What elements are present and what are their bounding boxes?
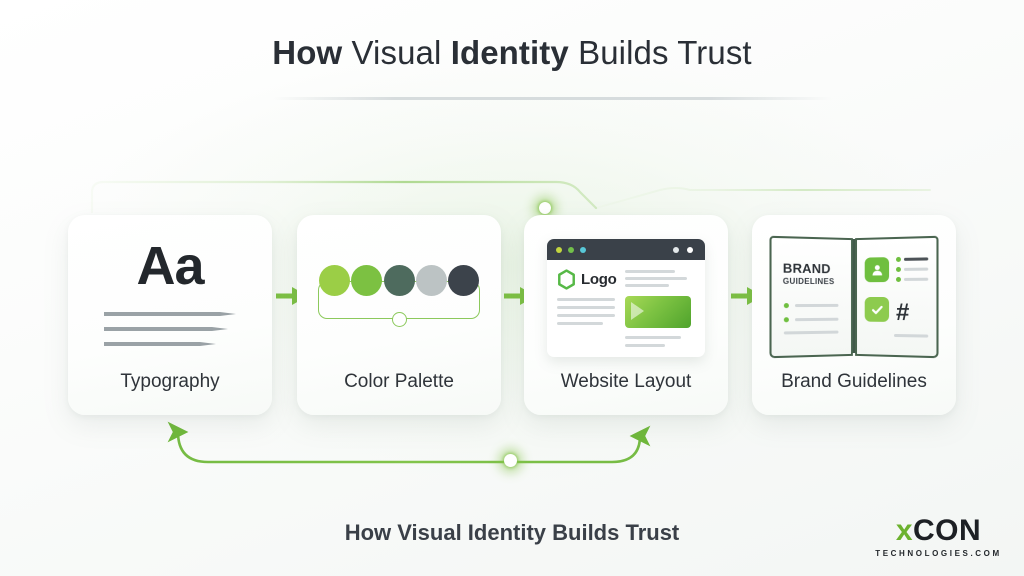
content-line [557, 298, 615, 301]
titlebar-dot-2 [568, 246, 574, 253]
browser-titlebar [547, 239, 705, 260]
palette-swatch-2[interactable] [351, 265, 383, 296]
title-word-how: How [272, 34, 352, 71]
open-book-icon: BRAND GUIDELINES [769, 235, 939, 359]
palette-swatches [319, 265, 479, 296]
card-color-palette[interactable]: Color Palette [297, 215, 501, 415]
card-brand-guidelines[interactable]: BRAND GUIDELINES [752, 215, 956, 415]
color-palette-artwork [297, 229, 501, 365]
palette-swatch-5[interactable] [448, 265, 479, 296]
flow-node-bottom [504, 454, 517, 467]
browser-mockup: Logo [547, 239, 705, 357]
palette-swatch-1[interactable] [319, 265, 350, 296]
book-heading-guidelines: GUIDELINES [782, 276, 835, 287]
checkbox-badge-icon [864, 297, 890, 322]
card-label-typography: Typography [120, 371, 220, 392]
content-line [625, 344, 665, 347]
card-typography[interactable]: Aa Typography [68, 215, 272, 415]
hexagon-icon [558, 269, 575, 290]
content-line [557, 314, 615, 317]
content-line [557, 306, 615, 309]
book-line [794, 303, 839, 308]
book-bullet [783, 317, 789, 323]
titlebar-dot-5 [687, 246, 693, 253]
content-line [625, 284, 669, 287]
book-line [903, 277, 929, 281]
title-divider [272, 97, 832, 100]
website-layout-artwork: Logo [524, 229, 728, 365]
card-label-brand-guidelines: Brand Guidelines [781, 371, 927, 392]
book-line [903, 267, 929, 271]
palette-swatch-4[interactable] [415, 265, 447, 296]
hero-image-block [625, 296, 691, 328]
title-word-visual: Visual [351, 34, 451, 71]
card-label-color-palette: Color Palette [344, 371, 454, 392]
palette-handle-node[interactable] [392, 312, 407, 327]
person-badge-icon [864, 257, 890, 283]
book-line [903, 257, 929, 261]
content-line [625, 277, 687, 280]
typography-artwork: Aa [68, 229, 272, 365]
book-bullet [896, 276, 901, 282]
card-label-website-layout: Website Layout [560, 371, 692, 392]
book-bullet [896, 266, 901, 272]
title-word-builds-trust: Builds Trust [578, 34, 752, 71]
typography-text-lines [104, 312, 236, 346]
book-line [894, 333, 929, 338]
title-word-identity: Identity [450, 34, 579, 71]
brand-guidelines-artwork: BRAND GUIDELINES [752, 229, 956, 365]
hash-symbol: # [896, 299, 910, 327]
titlebar-dot-4 [673, 246, 679, 253]
xcon-logo-wordmark: xCON [866, 516, 1011, 546]
page-title: How Visual Identity Builds Trust [0, 34, 1024, 72]
content-line [557, 322, 603, 325]
xcon-logo-x: x [895, 514, 913, 547]
book-page-left: BRAND GUIDELINES [769, 235, 853, 359]
xcon-logo-con: CON [913, 514, 982, 547]
site-logo-text: Logo [581, 271, 617, 288]
book-bullet [783, 303, 789, 309]
card-website-layout[interactable]: Logo Websi [524, 215, 728, 415]
titlebar-dot-3 [580, 246, 586, 253]
footer-caption: How Visual Identity Builds Trust [344, 520, 680, 545]
book-page-right: # [855, 235, 939, 359]
check-icon [870, 302, 884, 316]
book-line [794, 317, 839, 322]
site-logo: Logo [557, 269, 617, 290]
book-line [783, 330, 839, 335]
content-line [625, 336, 681, 339]
xcon-logo-tagline: TECHNOLOGIES.COM [875, 549, 1002, 558]
browser-content: Logo [547, 260, 705, 357]
book-spine [851, 239, 857, 353]
flow-node-top [539, 202, 551, 214]
person-icon [872, 264, 882, 276]
book-heading-brand: BRAND [782, 260, 831, 277]
xcon-logo: xCON TECHNOLOGIES.COM [866, 516, 1011, 559]
titlebar-dot-1 [556, 246, 562, 253]
book-bullet [896, 256, 901, 262]
palette-swatch-3[interactable] [383, 265, 415, 296]
typography-sample-glyphs: Aa [136, 236, 204, 296]
content-line [625, 270, 675, 273]
